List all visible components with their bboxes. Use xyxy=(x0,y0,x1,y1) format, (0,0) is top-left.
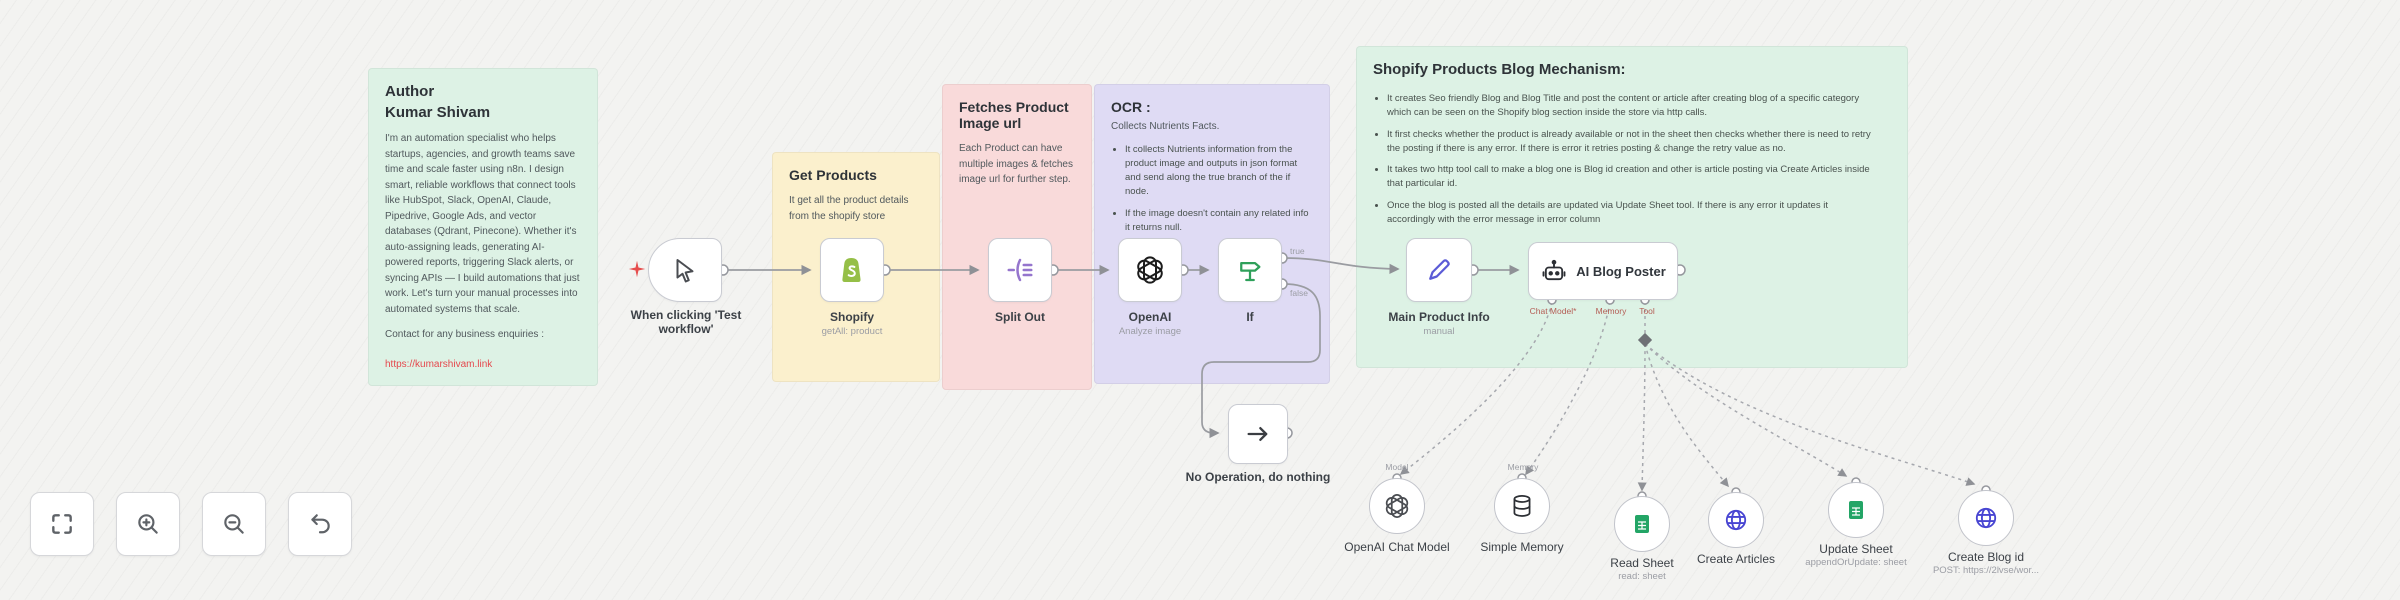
note-author-name: Kumar Shivam xyxy=(385,104,491,121)
abp-input-tool: Tool xyxy=(1639,306,1655,316)
if-output-true-label: true xyxy=(1290,246,1305,256)
node-label-create-articles: Create Articles xyxy=(1696,552,1776,566)
node-subtitle-main-product-info: manual xyxy=(1423,326,1455,337)
zoom-out-icon xyxy=(224,514,244,534)
node-label-split-out: Split Out xyxy=(995,310,1045,324)
note-blog-title: Shopify Products Blog Mechanism: xyxy=(1373,61,1626,78)
node-label-update-sheet: Update Sheet xyxy=(1819,542,1893,556)
zoom-out-button[interactable] xyxy=(202,492,266,556)
zoom-in-icon xyxy=(138,514,158,534)
zoom-in-button[interactable] xyxy=(116,492,180,556)
note-blog-bullet: It first checks whether the product is a… xyxy=(1387,128,1877,157)
note-ocr-bullet: If the image doesn't contain any related… xyxy=(1125,207,1313,236)
node-split-out[interactable] xyxy=(988,238,1052,302)
node-subtitle-shopify: getAll: product xyxy=(821,326,883,337)
sticky-note-ocr[interactable]: OCR : Collects Nutrients Facts. It colle… xyxy=(1094,84,1330,384)
split-out-icon xyxy=(1007,258,1033,282)
openai-icon xyxy=(1137,256,1163,284)
sticky-note-fetches[interactable]: Fetches Product Image url Each Product c… xyxy=(942,84,1092,390)
note-blog-bullet: It takes two http tool call to make a bl… xyxy=(1387,163,1877,192)
canvas-controls xyxy=(30,492,352,556)
undo-icon xyxy=(311,514,330,534)
node-shopify[interactable] xyxy=(820,238,884,302)
node-label-openai: OpenAI xyxy=(1128,310,1172,324)
node-subtitle-update-sheet: appendOrUpdate: sheet xyxy=(1805,557,1907,568)
note-author-body: I'm an automation specialist who helps s… xyxy=(385,133,580,315)
note-fetches-title: Fetches Product Image url xyxy=(959,99,1069,131)
globe-icon xyxy=(1975,507,1997,529)
abp-input-chat-model: Chat Model* xyxy=(1529,306,1577,316)
note-ocr-bullets: It collects Nutrients information from t… xyxy=(1125,143,1313,236)
note-ocr-bullet: It collects Nutrients information from t… xyxy=(1125,143,1313,200)
node-label-if: If xyxy=(1246,310,1254,324)
undo-button[interactable] xyxy=(288,492,352,556)
sticky-note-author[interactable]: Author Kumar Shivam I'm an automation sp… xyxy=(368,68,598,386)
sheets-icon xyxy=(1849,501,1863,519)
error-spark-icon xyxy=(628,260,646,278)
sticky-note-blog-mechanism[interactable]: Shopify Products Blog Mechanism: It crea… xyxy=(1356,46,1908,368)
note-author-link[interactable]: https://kumarshivam.link xyxy=(385,358,493,370)
node-ai-blog-poster[interactable]: AI Blog Poster xyxy=(1528,242,1678,300)
node-label-shopify: Shopify xyxy=(830,310,874,324)
if-output-false-label: false xyxy=(1290,288,1308,298)
node-subtitle-create-blog-id: POST: https://2lvse/wor... xyxy=(1932,565,2040,576)
note-fetches-body: Each Product can have multiple images & … xyxy=(959,143,1073,185)
node-simple-memory[interactable] xyxy=(1494,478,1550,534)
node-create-blog-id[interactable] xyxy=(1958,490,2014,546)
shopify-icon xyxy=(842,258,861,282)
arrow-right-icon xyxy=(1247,427,1268,441)
note-blog-bullet: Once the blog is posted all the details … xyxy=(1387,199,1877,228)
pencil-icon xyxy=(1429,259,1450,280)
node-label-read-sheet: Read Sheet xyxy=(1610,556,1674,570)
node-label-create-blog-id: Create Blog id xyxy=(1947,550,2025,564)
node-noop[interactable] xyxy=(1228,404,1288,464)
cursor-icon xyxy=(676,259,694,283)
node-label-ai-blog-poster: AI Blog Poster xyxy=(1576,263,1666,279)
node-label-openai-chat-model: OpenAI Chat Model xyxy=(1344,540,1450,554)
node-if[interactable] xyxy=(1218,238,1282,302)
zoom-to-fit-button[interactable] xyxy=(30,492,94,556)
sheets-icon xyxy=(1635,515,1649,533)
node-subtitle-openai: Analyze image xyxy=(1118,326,1182,337)
port-label-memory: Memory xyxy=(1507,462,1539,472)
node-update-sheet[interactable] xyxy=(1828,482,1884,538)
openai-icon xyxy=(1385,494,1409,518)
note-get-products-body: It get all the product details from the … xyxy=(789,195,909,222)
note-get-products-title: Get Products xyxy=(789,167,877,183)
node-openai[interactable] xyxy=(1118,238,1182,302)
zoom-to-fit-icon xyxy=(52,514,72,534)
note-author-heading: Author xyxy=(385,83,435,100)
node-subtitle-read-sheet: read: sheet xyxy=(1618,571,1666,582)
node-manual-trigger[interactable] xyxy=(648,238,722,302)
note-author-contact: Contact for any business enquiries : xyxy=(385,329,544,340)
database-icon xyxy=(1513,495,1531,517)
node-create-articles[interactable] xyxy=(1708,492,1764,548)
node-main-product-info[interactable] xyxy=(1406,238,1472,302)
robot-icon xyxy=(1542,259,1566,281)
note-blog-bullet: It creates Seo friendly Blog and Blog Ti… xyxy=(1387,92,1877,121)
note-ocr-subtitle: Collects Nutrients Facts. xyxy=(1111,121,1220,132)
node-label-trigger: When clicking 'Test workflow' xyxy=(630,308,742,336)
node-label-noop: No Operation, do nothing xyxy=(1185,470,1331,484)
note-blog-bullets: It creates Seo friendly Blog and Blog Ti… xyxy=(1387,92,1877,227)
abp-input-memory: Memory xyxy=(1595,306,1627,316)
port-label-model: Model xyxy=(1385,462,1409,472)
node-label-main-product-info: Main Product Info xyxy=(1388,310,1490,324)
node-read-sheet[interactable] xyxy=(1614,496,1670,552)
tool-junction-diamond xyxy=(1637,332,1653,348)
globe-icon xyxy=(1725,509,1747,531)
if-signpost-icon xyxy=(1240,262,1261,282)
note-ocr-title: OCR : xyxy=(1111,99,1151,115)
node-openai-chat-model[interactable] xyxy=(1369,478,1425,534)
node-label-simple-memory: Simple Memory xyxy=(1480,540,1564,554)
